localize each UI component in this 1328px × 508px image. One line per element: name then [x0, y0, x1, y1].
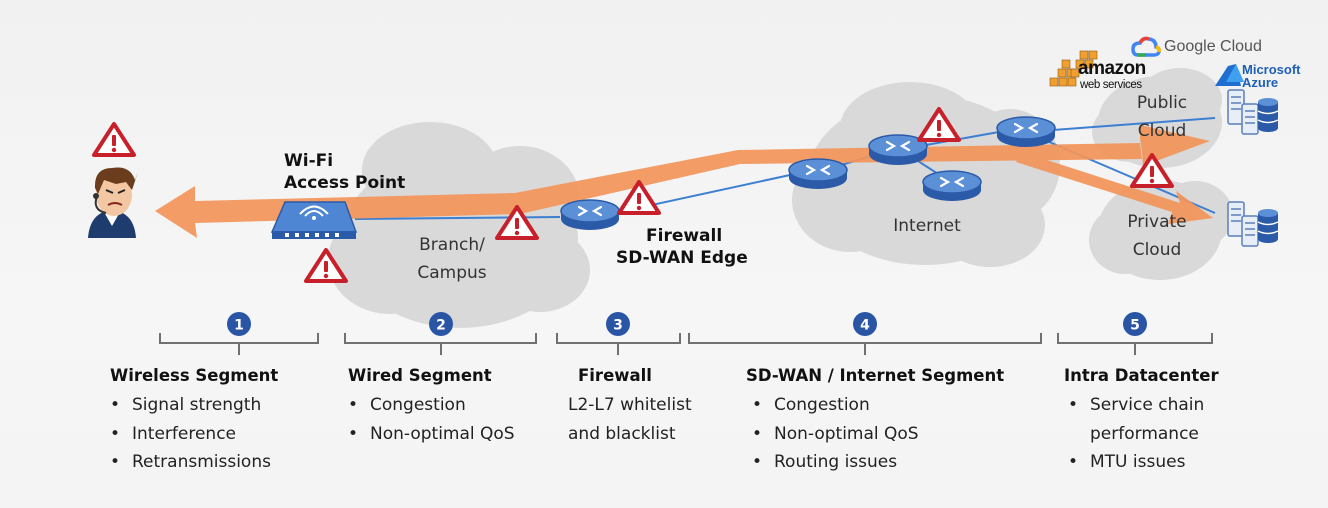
list-item: Service chain [1068, 391, 1219, 420]
list-item: Retransmissions [110, 448, 278, 477]
segment-firewall: Firewall L2-L7 whitelist and blacklist [568, 366, 692, 448]
segment-badges: 1 2 3 4 5 [227, 312, 1147, 336]
wifi-access-point-icon [270, 201, 358, 239]
azure-logo-icon [1215, 64, 1244, 86]
traffic-flow-arrows [155, 125, 1213, 238]
public-cloud-label: Public Cloud [1136, 93, 1188, 141]
segment-title: Firewall [578, 366, 652, 385]
segment-sdwan-internet: SD-WAN / Internet Segment Congestion Non… [746, 366, 1004, 477]
database-icon [1257, 97, 1279, 133]
google-cloud-logo-icon [1131, 36, 1161, 57]
list-item: Non-optimal QoS [752, 420, 1004, 449]
branch-campus-label: Branch/ Campus [417, 235, 487, 283]
segment-badge-2: 2 [429, 312, 453, 336]
svg-text:3: 3 [613, 318, 623, 334]
warning-icon [92, 122, 136, 157]
aws-logo-icon [1049, 50, 1098, 87]
segment-badge-4: 4 [853, 312, 877, 336]
svg-text:5: 5 [1130, 318, 1140, 334]
internet-router-icon [995, 115, 1057, 149]
server-icon [1227, 89, 1259, 135]
segment-title: Wireless Segment [110, 366, 279, 385]
list-item: performance [1090, 423, 1199, 444]
list-item: Congestion [752, 391, 1004, 420]
segment-title: SD-WAN / Internet Segment [746, 366, 1005, 385]
user-avatar-icon [88, 167, 138, 238]
list-item: MTU issues [1068, 448, 1219, 477]
segment-brackets [159, 333, 1213, 355]
list-item: Signal strength [110, 391, 278, 420]
svg-text:2: 2 [436, 318, 446, 334]
wifi-access-point-label: Wi-Fi Access Point [284, 151, 406, 193]
internet-router-icon [787, 157, 849, 191]
segment-badge-5: 5 [1123, 312, 1147, 336]
svg-text:1: 1 [234, 318, 244, 334]
svg-text:4: 4 [860, 318, 870, 334]
segment-badge-3: 3 [606, 312, 630, 336]
list-item: L2-L7 whitelist [568, 395, 692, 415]
firewall-router-icon [559, 198, 621, 232]
segment-title: Intra Datacenter [1064, 366, 1219, 385]
database-icon [1257, 208, 1279, 244]
segment-wired: Wired Segment Congestion Non-optimal QoS [348, 366, 515, 448]
segment-badge-1: 1 [227, 312, 251, 336]
aws-brand: amazon web services [1078, 58, 1146, 91]
list-item: Routing issues [752, 448, 1004, 477]
list-item: and blacklist [568, 423, 676, 444]
internet-label: Internet [893, 216, 961, 236]
firewall-sdwan-edge-label: Firewall SD-WAN Edge [616, 226, 748, 268]
google-cloud-brand: Google Cloud [1164, 38, 1262, 55]
server-icon [1227, 201, 1259, 247]
list-item: Non-optimal QoS [348, 420, 515, 449]
azure-brand: Microsoft Azure [1242, 62, 1301, 90]
segment-title: Wired Segment [348, 366, 492, 385]
list-item: Congestion [348, 391, 515, 420]
internet-router-icon [921, 169, 983, 203]
segment-wireless: Wireless Segment Signal strength Interfe… [110, 366, 278, 477]
private-cloud-label: Private Cloud [1127, 212, 1187, 260]
segment-intra-datacenter: Intra Datacenter Service chain performan… [1064, 366, 1219, 477]
list-item: Interference [110, 420, 278, 449]
